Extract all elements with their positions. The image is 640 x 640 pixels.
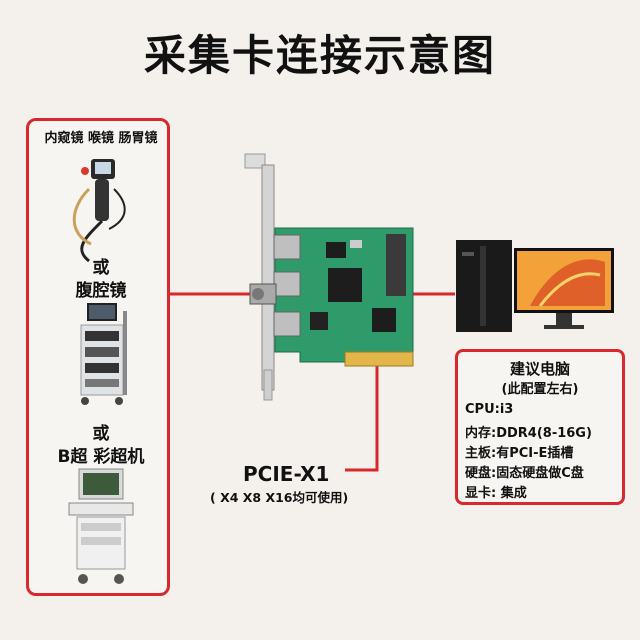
ultrasound-label: B超 彩超机	[57, 447, 145, 467]
pc-title: 建议电脑	[509, 360, 570, 378]
endoscope-image	[72, 159, 126, 263]
spec-cpu: CPU:i3	[465, 402, 514, 417]
pcie-compat-note: ( X4 X8 X16均可使用)	[210, 490, 349, 505]
pcie-title: PCIE-X1	[243, 462, 330, 486]
or-label-2: 或	[92, 424, 110, 444]
monitor-image	[514, 248, 614, 329]
endoscope-label: 内窥镜 喉镜 肠胃镜	[44, 131, 158, 146]
spec-memory: 内存:DDR4(8-16G)	[465, 426, 592, 441]
page-title: 采集卡连接示意图	[143, 31, 496, 80]
laparoscope-label: 腹腔镜	[75, 281, 127, 301]
recommended-pc-panel: 建议电脑 (此配置左右) CPU:i3 内存:DDR4(8-16G) 主板:有P…	[455, 349, 625, 505]
laparoscope-tower-image	[80, 303, 127, 405]
spec-motherboard: 主板:有PCI-E插槽	[465, 446, 574, 461]
card-ports	[249, 234, 301, 337]
or-label-1: 或	[92, 258, 110, 278]
pc-subtitle: (此配置左右)	[501, 382, 579, 397]
pc-tower-image	[456, 240, 512, 332]
spec-graphics: 显卡: 集成	[465, 486, 527, 501]
pcie-callout-line	[345, 364, 379, 472]
card-bracket	[244, 153, 275, 401]
spec-storage: 硬盘:固态硬盘做C盘	[465, 466, 584, 481]
capture-card-pcb	[274, 227, 414, 367]
source-devices-panel: 内窥镜 喉镜 肠胃镜 或 腹腔镜 或 B超 彩超机	[26, 118, 170, 596]
ultrasound-machine-image	[68, 468, 134, 584]
